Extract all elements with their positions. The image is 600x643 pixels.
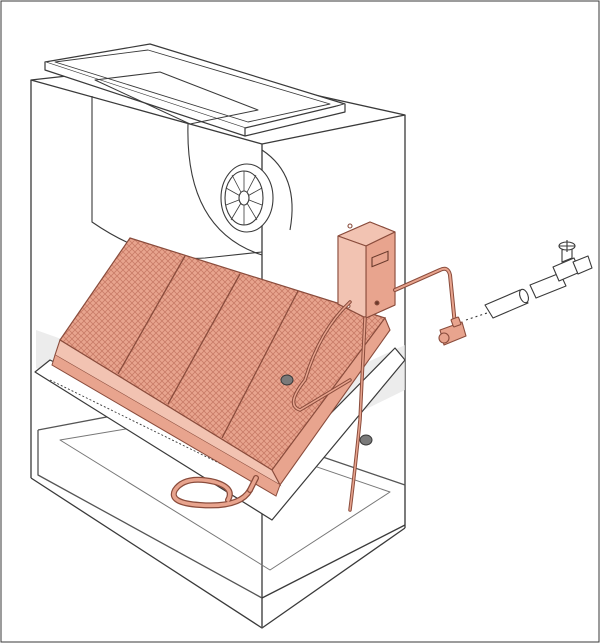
supply-duct-collar: [44, 43, 346, 137]
drain-hose: [170, 475, 259, 509]
evaporator-coil: [51, 237, 391, 497]
water-supply-tube: [291, 266, 457, 512]
water-supply-pipe: [465, 240, 593, 321]
humidifier-control-box: [337, 221, 396, 319]
blower-wheel-icon: [220, 163, 274, 233]
grommet-icon: [280, 374, 373, 446]
saddle-valve-icon: [438, 316, 467, 346]
